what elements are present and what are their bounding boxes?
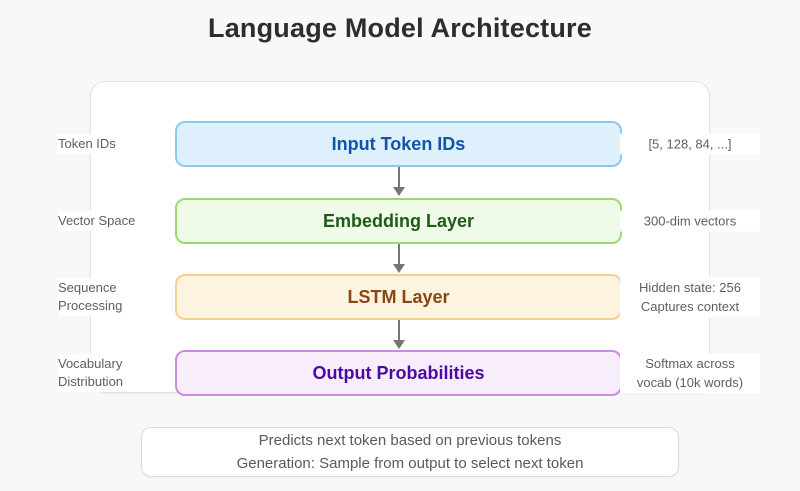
arrow-shaft xyxy=(397,167,400,187)
arrow-shaft xyxy=(397,320,400,340)
layer-box-lstm: LSTM Layer xyxy=(175,274,622,320)
side-label-vector-space: Vector Space xyxy=(58,211,144,231)
annotation-line: 300-dim vectors xyxy=(643,213,737,229)
arrow-head-icon xyxy=(392,264,405,273)
layer-box-label: Output Probabilities xyxy=(312,362,485,383)
side-label-line: Vector Space xyxy=(58,213,136,228)
annotation-softmax: Softmax across vocab (10k words) xyxy=(620,353,760,393)
flow-arrow xyxy=(392,244,405,273)
annotation-line: Hidden state: 256 xyxy=(639,280,741,295)
side-label-token-ids: Token IDs xyxy=(58,134,144,154)
side-label-vocabulary-distribution: Vocabulary Distribution xyxy=(58,354,144,392)
arrow-head-icon xyxy=(392,187,405,196)
annotation-token-id-example: [5, 128, 84, ...] xyxy=(620,133,760,155)
side-label-sequence-processing: Sequence Processing xyxy=(58,278,144,316)
annotation-hidden-state: Hidden state: 256 Captures context xyxy=(620,277,760,317)
layer-box-output-probabilities: Output Probabilities xyxy=(175,350,622,396)
layer-box-input-token-ids: Input Token IDs xyxy=(175,121,622,167)
layer-row-embedding: Vector Space Embedding Layer 300-dim vec… xyxy=(0,198,800,244)
annotation-line: Softmax across xyxy=(645,356,735,371)
layer-box-label: Input Token IDs xyxy=(331,133,466,154)
arrow-shaft xyxy=(397,244,400,264)
side-label-line: Sequence xyxy=(58,280,117,295)
layer-box-embedding: Embedding Layer xyxy=(175,198,622,244)
layer-row-output: Vocabulary Distribution Output Probabili… xyxy=(0,350,800,396)
side-label-line: Distribution xyxy=(58,374,124,389)
annotation-embedding-dims: 300-dim vectors xyxy=(620,210,760,232)
flow-arrow xyxy=(392,320,405,349)
side-label-line: Processing xyxy=(58,298,123,313)
footer-note-line: Generation: Sample from output to select… xyxy=(236,455,584,472)
annotation-line: [5, 128, 84, ...] xyxy=(648,136,732,152)
layer-box-label: Embedding Layer xyxy=(322,210,475,231)
layer-row-input: Token IDs Input Token IDs [5, 128, 84, .… xyxy=(0,121,800,167)
annotation-line: vocab (10k words) xyxy=(636,375,744,390)
annotation-line: Captures context xyxy=(640,299,740,314)
side-label-line: Vocabulary xyxy=(58,356,123,371)
layer-box-label: LSTM Layer xyxy=(347,286,450,307)
side-label-line: Token IDs xyxy=(58,136,116,151)
layer-row-lstm: Sequence Processing LSTM Layer Hidden st… xyxy=(0,274,800,320)
arrow-head-icon xyxy=(392,340,405,349)
footer-note: Predicts next token based on previous to… xyxy=(141,427,679,477)
flow-arrow xyxy=(392,167,405,196)
footer-note-line: Predicts next token based on previous to… xyxy=(258,432,562,449)
page-title: Language Model Architecture xyxy=(208,13,592,43)
